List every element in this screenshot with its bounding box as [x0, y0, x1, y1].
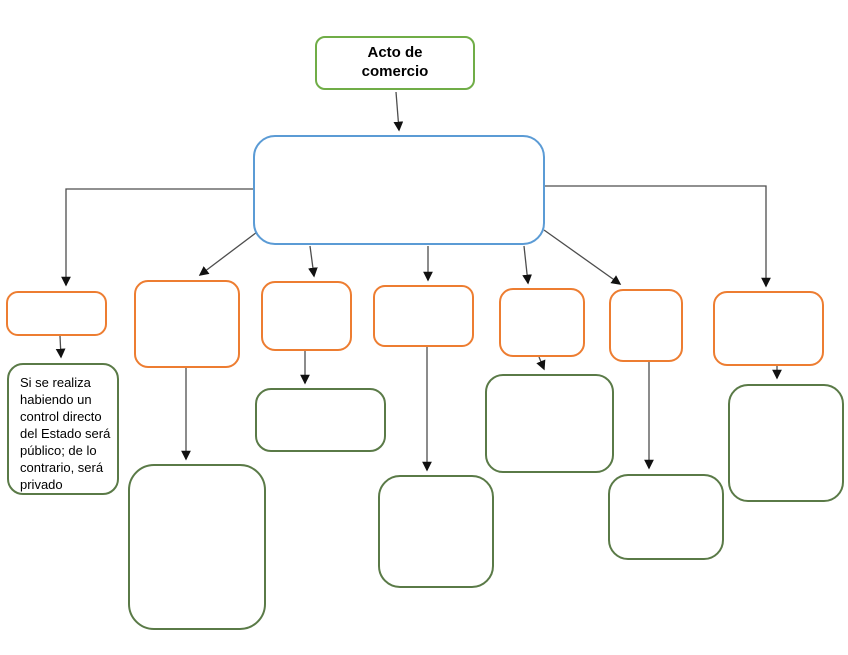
node-leaf-2-blank[interactable] [255, 388, 386, 452]
connector-root-to-hub [393, 91, 404, 132]
node-branch-2-blank[interactable] [134, 280, 240, 368]
connector-hub-to-branch2 [198, 231, 258, 276]
node-leaf-4-blank[interactable] [485, 374, 614, 473]
node-branch-3-blank[interactable] [261, 281, 352, 351]
connector-branch5-to-leaf4 [536, 356, 546, 371]
connector-hub-to-branch7 [545, 185, 771, 288]
connector-hub-to-branch6 [543, 229, 622, 285]
connector-hub-to-branch1 [61, 188, 253, 287]
node-hub-blank[interactable] [253, 135, 545, 245]
node-branch-4-blank[interactable] [373, 285, 474, 347]
node-branch-7-blank[interactable] [713, 291, 824, 366]
node-leaf-5-blank[interactable] [608, 474, 724, 560]
node-leaf-1-blank[interactable] [128, 464, 266, 630]
node-leaf-6-blank[interactable] [728, 384, 844, 502]
connector-branch1-to-note [55, 335, 66, 359]
node-branch-1-blank[interactable] [6, 291, 107, 336]
node-note-publico-privado[interactable]: Si se realiza habiendo un control direct… [7, 363, 119, 495]
node-leaf-3-blank[interactable] [378, 475, 494, 588]
connector-hub-to-branch3 [308, 245, 318, 278]
node-branch-5-blank[interactable] [499, 288, 585, 357]
node-branch-6-blank[interactable] [609, 289, 683, 362]
node-root-acto-de-comercio[interactable]: Acto de comercio [315, 36, 475, 90]
connector-hub-to-branch5 [522, 245, 532, 285]
